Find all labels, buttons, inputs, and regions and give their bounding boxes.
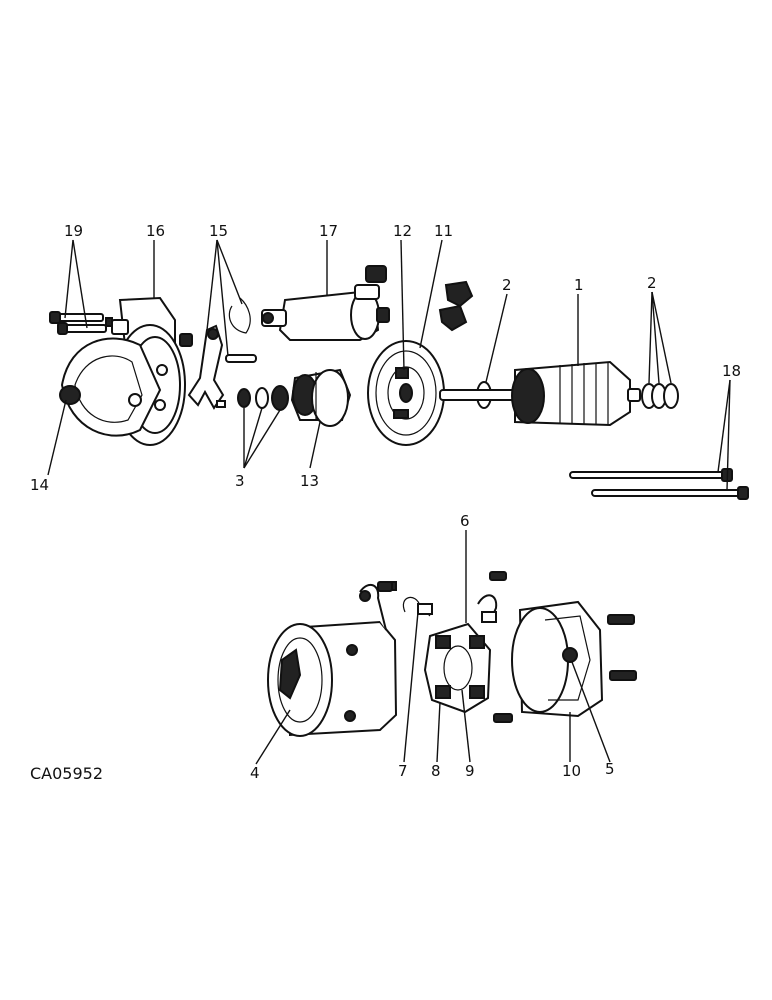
leader-lines	[47, 239, 731, 765]
callout-11: 11	[434, 222, 453, 240]
part-9-brush-holder	[423, 622, 492, 714]
part-18-through-bolts	[569, 468, 749, 500]
part-19-bolts	[49, 311, 113, 335]
callout-4: 4	[250, 764, 260, 782]
callout-18: 18	[722, 362, 741, 380]
callout-16: 16	[146, 222, 165, 240]
callout-14: 14	[30, 476, 49, 494]
part-1-armature	[439, 360, 641, 427]
part-13-pinion-drive	[290, 368, 352, 427]
part-16-drive-end-housing	[59, 296, 193, 446]
part-2-washers	[641, 383, 679, 409]
drawing-code: CA05952	[30, 764, 103, 783]
part-10-commutator-end-cover	[511, 600, 604, 718]
callout-1: 1	[574, 276, 584, 294]
part-4-field-frame	[267, 620, 398, 737]
part-6-brush-spring	[477, 594, 498, 623]
screws-group	[377, 571, 637, 723]
callout-3: 3	[235, 472, 245, 490]
callout-9: 9	[465, 762, 475, 780]
callout-2-right: 2	[647, 274, 657, 292]
part-17-solenoid	[261, 265, 390, 341]
callout-13: 13	[300, 472, 319, 490]
callout-7: 7	[398, 762, 408, 780]
callout-12: 12	[393, 222, 412, 240]
callout-17: 17	[319, 222, 338, 240]
part-15-shift-fork	[187, 297, 257, 410]
callout-10: 10	[562, 762, 581, 780]
callout-8: 8	[431, 762, 441, 780]
callout-2-left: 2	[502, 276, 512, 294]
part-3-snap-rings	[237, 385, 289, 411]
callout-19: 19	[64, 222, 83, 240]
part-7-terminal-lead	[359, 581, 433, 631]
callout-5: 5	[605, 760, 615, 778]
part-11-intermediate-plate	[367, 340, 445, 446]
callout-15: 15	[209, 222, 228, 240]
small-hardware-group	[438, 280, 474, 332]
callout-6: 6	[460, 512, 470, 530]
callout-numbers: 19 16 15 17 12 11 2 1 2 18 14 3 13 6 4 7…	[30, 222, 741, 782]
